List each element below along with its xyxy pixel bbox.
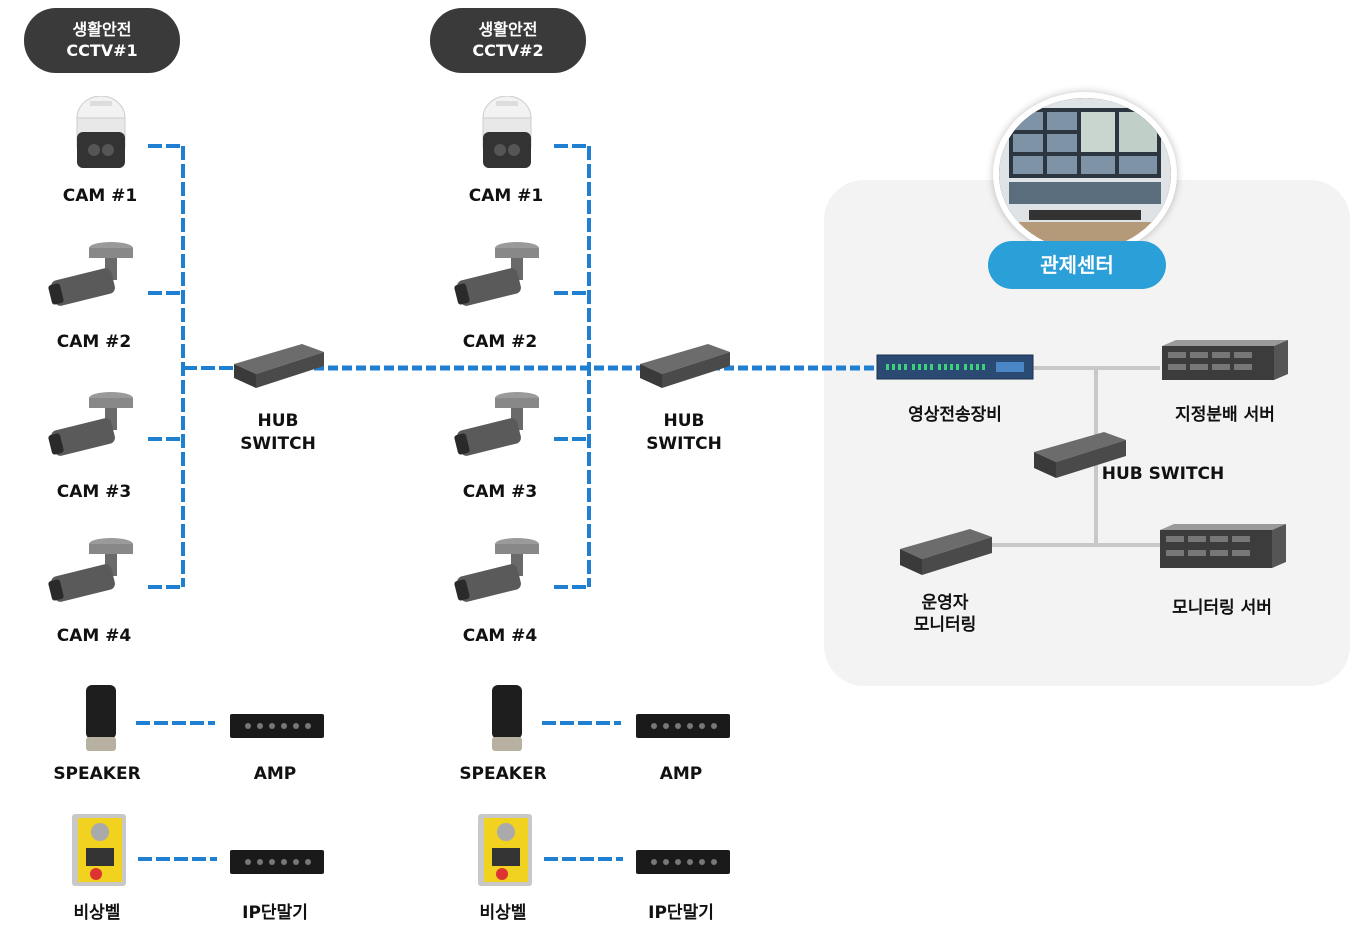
group-title-2: 생활안전 CCTV#2	[430, 8, 586, 73]
operator-label-line1: 운영자	[921, 593, 969, 613]
speaker-label: SPEAKER	[53, 764, 141, 784]
hub-switch-icon	[1034, 432, 1126, 478]
group-title-line1: 생활안전	[478, 20, 538, 39]
group-title-line2: CCTV#2	[472, 41, 544, 60]
group-title-line1: 생활안전	[72, 20, 132, 39]
group1-bus	[148, 144, 235, 589]
group2-bus	[554, 144, 591, 589]
bullet-camera-icon	[454, 538, 539, 602]
cam-label: CAM #4	[462, 626, 538, 646]
emergency-bell-icon	[72, 814, 126, 886]
ip-terminal-icon	[636, 850, 730, 874]
group-title-1: 생활안전 CCTV#1	[24, 8, 180, 73]
amp-icon	[636, 714, 730, 738]
group-title-line2: CCTV#1	[66, 41, 138, 60]
bell-label: 비상벨	[479, 903, 527, 923]
cam-label: CAM #3	[56, 482, 132, 502]
control-room-monitors-icon	[999, 98, 1171, 250]
cam-label: CAM #4	[56, 626, 132, 646]
distribution-server-label: 지정분배 서버	[1175, 405, 1275, 425]
bullet-camera-icon	[48, 242, 133, 306]
control-room-photo	[993, 92, 1177, 256]
operator-label-line2: 모니터링	[913, 615, 977, 635]
hub-label-line2: SWITCH	[646, 434, 722, 454]
hub-label-line1: HUB	[663, 411, 705, 431]
amp-icon	[230, 714, 324, 738]
operator-monitoring-label: 운영자 모니터링	[875, 592, 1015, 636]
speaker-label: SPEAKER	[459, 764, 547, 784]
control-hub-switch-label: HUB SWITCH	[1101, 464, 1225, 484]
hub-label-line2: SWITCH	[240, 434, 316, 454]
monitoring-server-icon	[1160, 524, 1286, 568]
dome-camera-icon	[76, 96, 126, 168]
cam-label: CAM #1	[62, 186, 138, 206]
transmitter-label: 영상전송장비	[908, 405, 1002, 425]
hub-switch-icon	[640, 344, 730, 388]
distribution-server-icon	[1162, 340, 1288, 380]
control-center-title: 관제센터	[988, 241, 1166, 289]
speaker-icon	[86, 685, 116, 751]
hub-switch-label: HUB SWITCH	[218, 410, 338, 456]
hub-switch-icon	[234, 344, 324, 388]
bullet-camera-icon	[454, 242, 539, 306]
ip-terminal-label: IP단말기	[648, 903, 714, 923]
bullet-camera-icon	[48, 392, 133, 456]
emergency-bell-icon	[478, 814, 532, 886]
ip-terminal-icon	[230, 850, 324, 874]
amp-label: AMP	[659, 764, 703, 784]
cam-label: CAM #1	[468, 186, 544, 206]
operator-switch-icon	[900, 529, 992, 575]
hub-switch-label: HUB SWITCH	[624, 410, 744, 456]
bullet-camera-icon	[454, 392, 539, 456]
amp-label: AMP	[253, 764, 297, 784]
video-transmitter-icon	[876, 354, 1034, 380]
hub-label-line1: HUB	[257, 411, 299, 431]
bullet-camera-icon	[48, 538, 133, 602]
ip-terminal-label: IP단말기	[242, 903, 308, 923]
monitoring-server-label: 모니터링 서버	[1172, 598, 1272, 618]
cam-label: CAM #3	[462, 482, 538, 502]
speaker-icon	[492, 685, 522, 751]
cam-label: CAM #2	[56, 332, 132, 352]
cam-label: CAM #2	[462, 332, 538, 352]
dome-camera-icon	[482, 96, 532, 168]
bell-label: 비상벨	[73, 903, 121, 923]
